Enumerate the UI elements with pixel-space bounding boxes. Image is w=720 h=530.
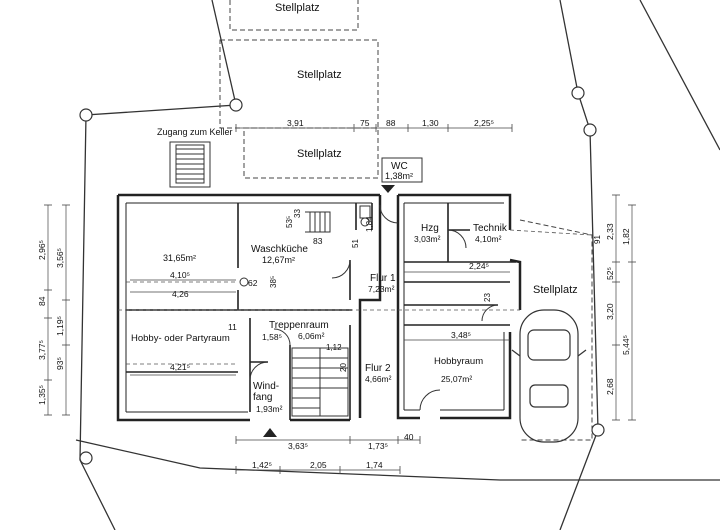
dim-11: 11 (228, 322, 237, 332)
dim-right-inner-4: 2,68 (605, 378, 615, 395)
dim-hobby-w1: 4,10⁵ (170, 270, 190, 280)
dim-158: 1,58⁵ (262, 332, 282, 342)
dim-83: 83 (313, 236, 323, 246)
dim-left-inner-3: 93⁵ (55, 357, 65, 370)
dashed-guides (118, 229, 593, 365)
dimension-ticks (44, 124, 636, 474)
dim-left-outer-4: 1,35⁵ (37, 385, 47, 405)
waschkueche-name: Waschküche (251, 244, 308, 255)
treppenraum-name: Treppenraum (269, 320, 329, 331)
dim-left-inner-1: 3,56⁵ (55, 248, 65, 268)
parking-upper-label: Stellplatz (297, 69, 342, 81)
boundary-markers (79, 86, 605, 465)
dim-top-2: 75 (360, 118, 370, 128)
dim-51: 51 (351, 239, 360, 248)
dim-bottom-5: 2,05 (310, 460, 327, 470)
dim-right-outer-1: 1,82 (621, 228, 631, 245)
dim-53: 53⁵ (285, 216, 294, 228)
flur1-area: 7,23m² (368, 284, 395, 294)
dim-224: 2,24⁵ (469, 261, 489, 271)
car-outline (511, 309, 587, 443)
treppenraum-area: 6,06m² (298, 331, 325, 341)
waschkueche-area: 12,67m² (262, 255, 295, 265)
dim-top-3: 88 (386, 118, 396, 128)
hobby-large-bottom-dim: 4,21⁵ (170, 362, 190, 372)
dim-bottom-1: 3,63⁵ (288, 441, 308, 451)
flur1-name: Flur 1 (370, 273, 396, 284)
hobbyraum-area: 25,07m² (441, 374, 472, 384)
parking-top-label: Stellplatz (275, 2, 320, 14)
dim-348: 3,48⁵ (451, 330, 471, 340)
dim-right-inner-1: 2,33 (605, 223, 615, 240)
dim-right-inner-3: 3,20 (605, 303, 615, 320)
flur2-area: 4,66m² (365, 374, 392, 384)
dim-right-inner-2: 52⁵ (605, 267, 615, 280)
wc-area: 1,38m² (385, 171, 413, 181)
hobby-large-area: 31,65m² (163, 253, 196, 263)
dim-62: 62 (248, 278, 258, 288)
dim-23: 23 (483, 293, 492, 302)
cellar-stair-small (305, 211, 331, 233)
dim-left-inner-2: 1,19⁵ (55, 316, 65, 336)
entrance-marker-wc (381, 185, 395, 193)
drain-icon (239, 277, 249, 287)
dim-bottom-3: 40 (404, 432, 414, 442)
dimension-lines (47, 127, 633, 471)
dim-bottom-2: 1,73⁵ (368, 441, 388, 451)
dim-left-outer-3: 3,77⁵ (37, 340, 47, 360)
dim-left-outer-2: 84 (37, 296, 47, 306)
hobby-large-name: Hobby- oder Partyraum (131, 333, 230, 344)
technik-name: Technik (473, 223, 508, 234)
hzg-area: 3,03m² (414, 234, 441, 244)
dim-184: 1,84 (365, 216, 374, 232)
parking-middle-label: Stellplatz (297, 148, 342, 160)
dim-33: 33 (293, 209, 302, 218)
entrance-marker-main (263, 428, 277, 437)
technik-area: 4,10m² (475, 234, 502, 244)
dim-20: 20 (339, 363, 348, 372)
wc-fixture (359, 205, 371, 227)
parking-side-label: Stellplatz (533, 284, 578, 296)
wc-label-box (381, 157, 423, 183)
dim-112: 1,12 (326, 343, 342, 352)
dim-right-outer-2: 5,44⁵ (621, 335, 631, 355)
dim-top-4: 1,30 (422, 118, 439, 128)
dim-bottom-6: 1,74 (366, 460, 383, 470)
windfang-name-1: Wind- (253, 381, 279, 392)
dim-top-5: 2,25⁵ (474, 118, 494, 128)
dim-left-outer-1: 2,96⁵ (37, 240, 47, 260)
dim-bottom-4: 1,42⁵ (252, 460, 272, 470)
dim-38: 38⁵ (269, 276, 278, 288)
outer-walls (116, 193, 522, 422)
hobbyraum-name: Hobbyraum (434, 356, 483, 367)
flur2-name: Flur 2 (365, 363, 391, 374)
keller-stair-treads (176, 148, 204, 180)
parking-areas (219, 0, 593, 441)
windfang-name-2: fang (253, 392, 272, 403)
wall-thickness (125, 202, 505, 413)
dim-91: 91 (593, 235, 602, 244)
keller-access-label: Zugang zum Keller (157, 127, 233, 137)
wc-name: WC (391, 161, 408, 172)
dim-hobby-w2: 4,26 (172, 289, 189, 299)
door-swings (249, 204, 499, 411)
dim-top-1: 3,91 (287, 118, 304, 128)
windfang-area: 1,93m² (256, 404, 283, 414)
hzg-name: Hzg (421, 223, 439, 234)
main-stair (291, 347, 349, 417)
